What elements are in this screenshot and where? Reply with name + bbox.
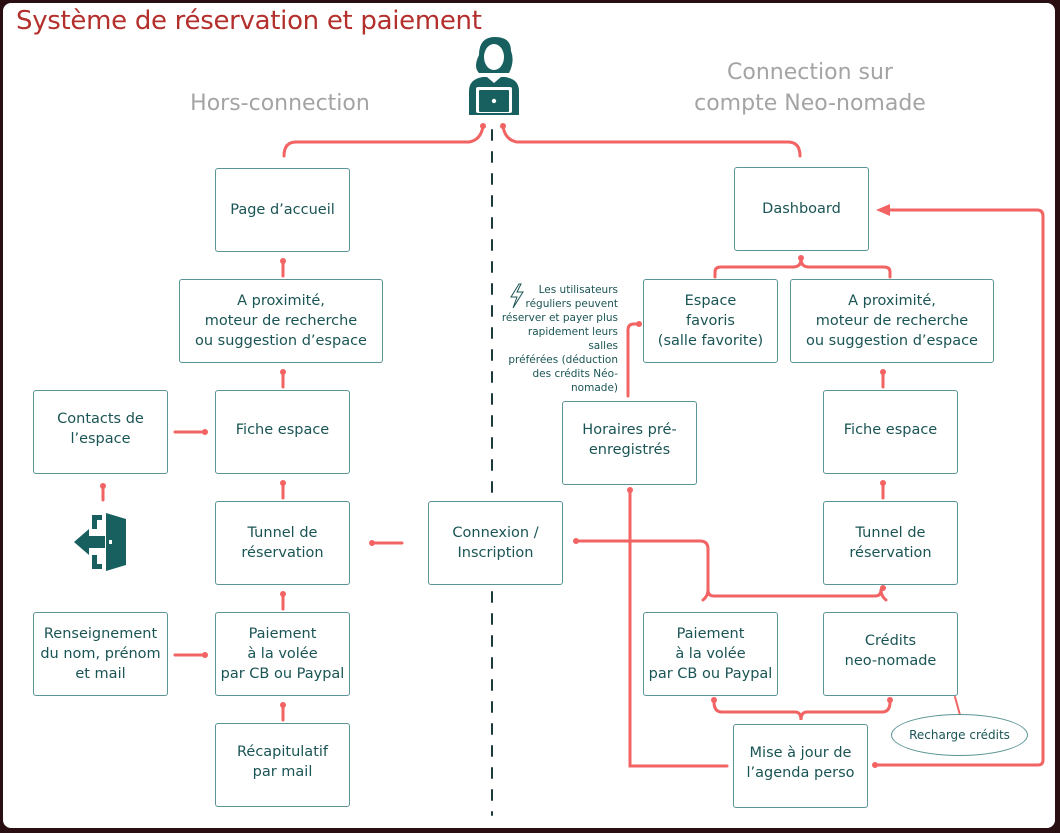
connector-bracket-right: [879, 588, 888, 602]
arrow-head: [876, 204, 890, 216]
online-paiement: Paiement à la volée par CB ou Paypal: [643, 612, 778, 696]
offline-recapitulatif: Récapitulatif par mail: [215, 723, 350, 807]
connector-agenda-dashboard: [874, 208, 1045, 767]
exit-door-icon: [72, 511, 132, 578]
online-dashboard: Dashboard: [734, 167, 869, 251]
offline-tunnel: Tunnel de réservation: [215, 501, 350, 585]
connector-user-online: [501, 124, 802, 158]
offline-page-accueil: Page d’accueil: [215, 168, 350, 252]
section-online-label: Connection sur compte Neo-nomade: [694, 60, 926, 116]
online-mise-a-jour: Mise à jour de l’agenda perso: [733, 724, 868, 808]
online-a-proximite: A proximité, moteur de recherche ou sugg…: [790, 279, 994, 363]
online-credits: Crédits neo-nomade: [823, 612, 958, 696]
horaires-pre-enregistres: Horaires pré- enregistrés: [562, 401, 697, 485]
offline-paiement: Paiement à la volée par CB ou Paypal: [215, 612, 350, 696]
online-tunnel: Tunnel de réservation: [823, 501, 958, 585]
offline-a-proximite: A proximité, moteur de recherche ou sugg…: [179, 279, 383, 363]
regular-users-note: Les utilisateurs réguliers peuvent réser…: [501, 284, 618, 394]
connector-dot: [500, 123, 506, 129]
connector-connexion-online: [574, 539, 883, 598]
connector-dashboard-bracket: [713, 258, 892, 279]
user-laptop-icon: [465, 33, 523, 124]
connector-payment-bracket: [712, 700, 892, 721]
lightning-icon: [508, 283, 526, 314]
connector-credits-recharge: [954, 696, 961, 716]
connector-favoris-horaires: [626, 322, 640, 398]
online-fiche-espace: Fiche espace: [823, 390, 958, 474]
connector-horaires-agenda: [628, 488, 729, 768]
diagram-title: Système de réservation et paiement: [16, 6, 482, 36]
online-espace-favoris: Espace favoris (salle favorite): [643, 279, 778, 363]
offline-contacts: Contacts de l’espace: [33, 390, 168, 474]
connexion-inscription: Connexion / Inscription: [428, 501, 563, 585]
section-offline-label: Hors-connection: [190, 91, 370, 116]
connector-dot: [480, 123, 486, 129]
offline-fiche-espace: Fiche espace: [215, 390, 350, 474]
connector-bracket-left: [701, 588, 710, 602]
connector-user-offline: [282, 124, 485, 158]
recharge-credits: Recharge crédits: [891, 714, 1028, 756]
offline-renseignement: Renseignement du nom, prénom et mail: [33, 612, 168, 696]
